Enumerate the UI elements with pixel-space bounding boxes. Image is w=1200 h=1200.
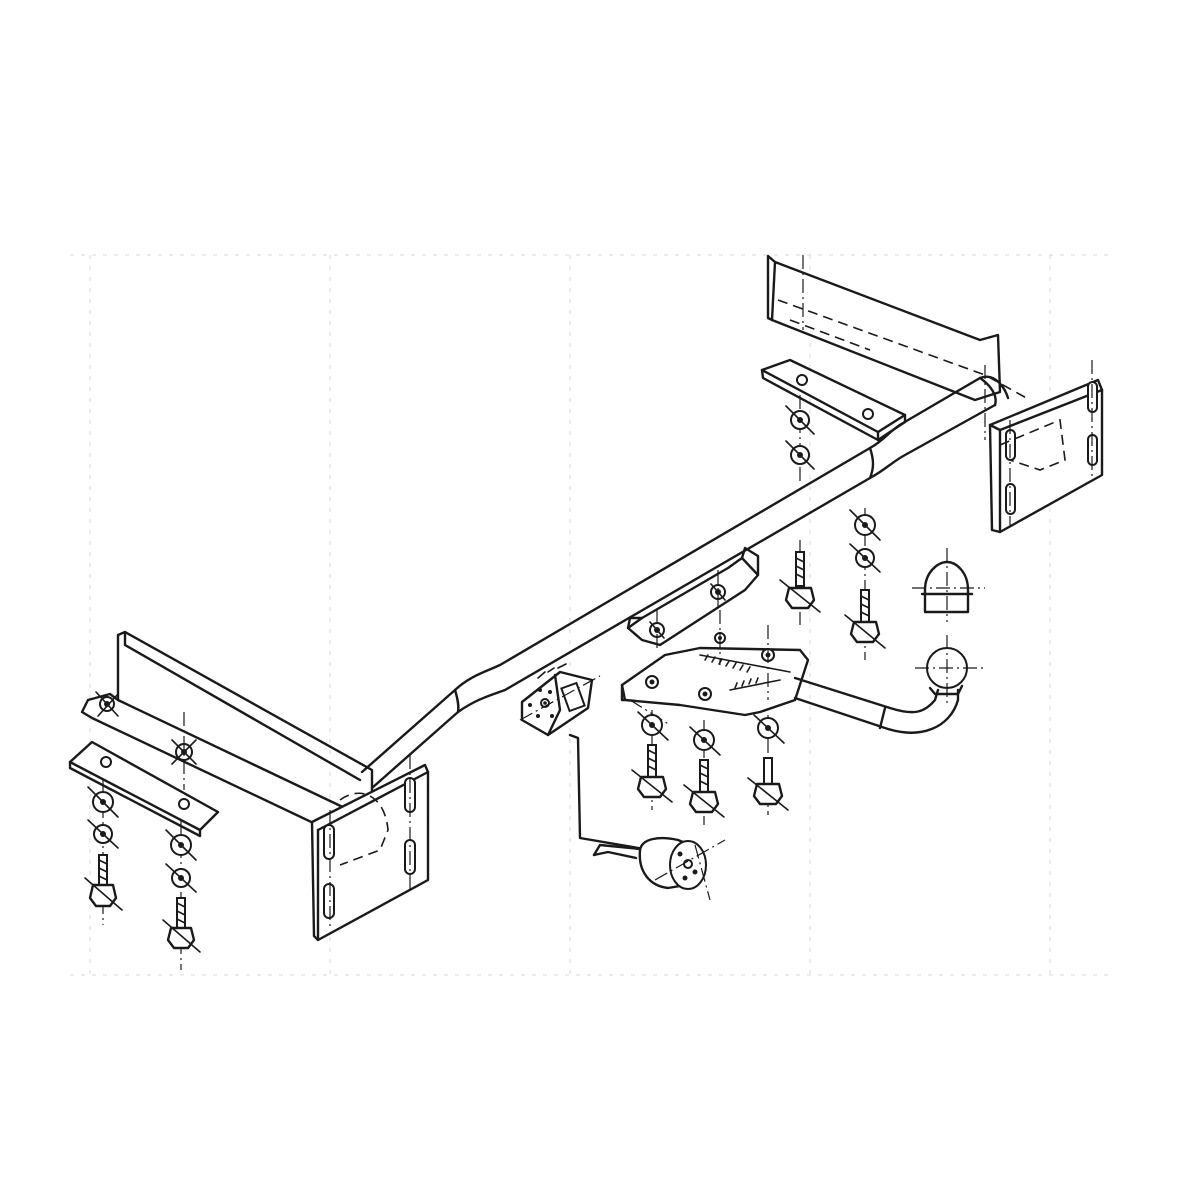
right-strap-plate xyxy=(760,358,907,442)
electrical-cable xyxy=(568,733,652,860)
left-side-plate xyxy=(310,755,430,942)
ball-mount-plate xyxy=(620,610,810,726)
center-fastener-stack-3 xyxy=(747,714,789,815)
electrical-plug xyxy=(638,836,726,901)
left-mounting-bracket xyxy=(80,630,374,840)
electrical-socket xyxy=(519,663,601,737)
left-strap-plate xyxy=(68,740,220,838)
right-fastener-stack-1 xyxy=(779,540,821,625)
center-fastener-stack-2 xyxy=(683,720,725,825)
left-fastener-stack-1 xyxy=(84,780,123,925)
background-grid xyxy=(70,254,1110,976)
right-strap-washers xyxy=(785,395,815,485)
tow-ball-cap xyxy=(912,548,985,622)
right-fastener-stack-2 xyxy=(844,508,886,660)
center-fastener-stack-1 xyxy=(631,710,673,810)
right-side-plate xyxy=(988,360,1104,534)
tow-ball-neck xyxy=(793,635,985,734)
crossbar-tube xyxy=(360,375,1010,790)
left-fastener-stack-2 xyxy=(162,820,201,970)
center-bracket xyxy=(626,546,760,650)
